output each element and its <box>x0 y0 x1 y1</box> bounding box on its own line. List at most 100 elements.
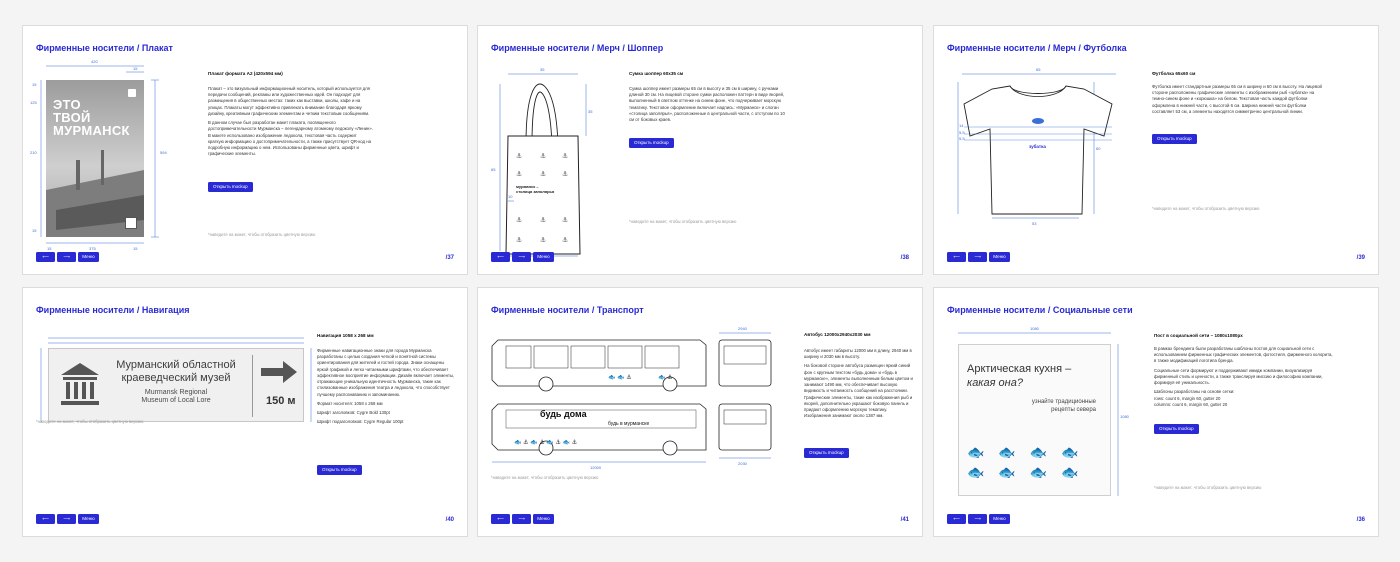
prev-button[interactable]: ⟵ <box>491 514 510 524</box>
menu-button[interactable]: Меню <box>78 252 99 262</box>
svg-text:⚓: ⚓ <box>562 237 568 244</box>
slide-nav: ⟵ ⟶ Меню <box>36 252 99 262</box>
sign-title-en: Murmansk Regional Museum of Local Lore <box>141 389 211 405</box>
slide-nav: ⟵ ⟶ Меню <box>491 252 554 262</box>
dim-right: 594 <box>160 150 167 155</box>
svg-text:⚓: ⚓ <box>516 237 522 244</box>
open-mockup-button[interactable]: Открыть mockup <box>1152 134 1197 144</box>
slide-title: Фирменные носители / Мерч / Шоппер <box>491 43 664 53</box>
qr-code-icon <box>125 217 137 229</box>
poster-mockup[interactable]: ЭТО ТВОЙ МУРМАНСК <box>46 80 144 237</box>
svg-text:⚓: ⚓ <box>562 153 568 160</box>
hover-hint: *наведите на макет, чтобы отобразить цве… <box>1152 206 1260 211</box>
menu-button[interactable]: Меню <box>989 252 1010 262</box>
next-button[interactable]: ⟶ <box>57 514 76 524</box>
page-number: /37 <box>445 255 454 261</box>
svg-text:15: 15 <box>133 246 138 251</box>
svg-text:⚓: ⚓ <box>540 153 546 160</box>
open-mockup-button[interactable]: Открыть mockup <box>804 448 849 458</box>
sign-distance: 150 м <box>266 395 296 407</box>
next-button[interactable]: ⟶ <box>968 252 987 262</box>
menu-button[interactable]: Меню <box>78 514 99 524</box>
navigation-sign[interactable]: Мурманский областной краеведческий музей… <box>48 348 304 422</box>
info-body: Сумка шоппер имеет размеры 65 см в высот… <box>629 86 785 123</box>
info-body: В рамках брендинга были разработаны шабл… <box>1154 346 1333 407</box>
slide-transport: Фирменные носители / Транспорт 🐟 🐟 ⚓ 🐟 ⚓… <box>477 287 923 537</box>
info-heading: Пост в социальной сети – 1080х1080px <box>1154 333 1243 338</box>
info-body: Фирменные навигационные знаки для города… <box>317 348 455 425</box>
dim-front: 2030 <box>738 461 748 466</box>
bus-slogan-2: будь в мурманске <box>608 421 650 427</box>
svg-text:210: 210 <box>30 150 37 155</box>
info-heading: Автобус 12000х2940х2030 мм <box>804 332 871 337</box>
social-post-mockup[interactable]: Арктическая кухня – какая она? узнайте т… <box>958 344 1111 496</box>
fish-pattern-icon: 🐟🐟🐟🐟🐟🐟🐟🐟 <box>967 444 1093 480</box>
svg-text:⚓: ⚓ <box>562 171 568 178</box>
slide-title: Фирменные носители / Плакат <box>36 43 173 53</box>
hover-hint: *наведите на макет, чтобы отобразить цве… <box>491 475 599 480</box>
next-button[interactable]: ⟶ <box>512 252 531 262</box>
next-button[interactable]: ⟶ <box>968 514 987 524</box>
svg-text:15: 15 <box>133 66 138 71</box>
info-heading: Плакат формата А2 (420х594 мм) <box>208 71 283 76</box>
svg-text:🐟 🐟 ⚓: 🐟 🐟 ⚓ <box>608 374 632 381</box>
slide-social: Фирменные носители / Социальные сети 108… <box>933 287 1379 537</box>
prev-button[interactable]: ⟵ <box>36 514 55 524</box>
svg-text:5,5: 5,5 <box>959 130 965 135</box>
dim-right: 60 <box>1096 146 1101 151</box>
slide-title: Фирменные носители / Транспорт <box>491 305 644 315</box>
open-mockup-button[interactable]: Открыть mockup <box>208 182 253 192</box>
info-body: Футболка имеет стандартные размеры 65 см… <box>1152 84 1322 114</box>
menu-button[interactable]: Меню <box>533 252 554 262</box>
arrow-right-icon <box>261 361 297 383</box>
hover-hint: *наведите на макет, чтобы отобразить цве… <box>208 232 316 237</box>
dim-right: 35 <box>588 109 593 114</box>
page-number: /41 <box>900 517 909 523</box>
info-heading: Футболка 65х60 см <box>1152 71 1196 76</box>
next-button[interactable]: ⟶ <box>512 514 531 524</box>
dim-top: 2940 <box>738 326 748 331</box>
open-mockup-button[interactable]: Открыть mockup <box>317 465 362 475</box>
slide-navigation: Фирменные носители / Навигация Мурмански… <box>22 287 468 537</box>
menu-button[interactable]: Меню <box>533 514 554 524</box>
slide-title: Фирменные носители / Социальные сети <box>947 305 1133 315</box>
svg-text:⚓: ⚓ <box>540 237 546 244</box>
page-number: /36 <box>1356 517 1365 523</box>
svg-text:15: 15 <box>47 246 52 251</box>
prev-button[interactable]: ⟵ <box>947 514 966 524</box>
dim-right: 1080 <box>1120 414 1130 419</box>
open-mockup-button[interactable]: Открыть mockup <box>1154 424 1199 434</box>
page-number: /39 <box>1356 255 1365 261</box>
open-mockup-button[interactable]: Открыть mockup <box>629 138 674 148</box>
slide-nav: ⟵ ⟶ Меню <box>36 514 99 524</box>
dim-bottom: 12000 <box>590 465 602 470</box>
shirt-print-text: зубатка <box>1029 144 1046 149</box>
svg-text:🐟 ⚓: 🐟 ⚓ <box>658 374 673 381</box>
menu-button[interactable]: Меню <box>989 514 1010 524</box>
bag-slogan: мурманск – столица заполярья <box>516 184 555 194</box>
sign-divider <box>252 355 253 417</box>
prev-button[interactable]: ⟵ <box>491 252 510 262</box>
info-heading: Навигация 1058 х 268 мм <box>317 333 374 338</box>
prev-button[interactable]: ⟵ <box>36 252 55 262</box>
info-body: Плакат – это визуальный информационный н… <box>208 86 374 157</box>
bus-slogan-1: будь дома <box>540 409 587 419</box>
post-title-1: Арктическая кухня – <box>967 363 1072 375</box>
bus-drawing: 🐟 🐟 ⚓ 🐟 ⚓ 🐟 ⚓ 🐟 ⚓ 🐟 ⚓ 🐟 ⚓ 12000 2940 203… <box>491 326 772 470</box>
logo-icon <box>128 89 136 97</box>
svg-text:⚓: ⚓ <box>516 153 522 160</box>
dim-top: 65 <box>1036 67 1041 72</box>
slide-tshirt: Фирменные носители / Мерч / Футболка 65 … <box>933 25 1379 275</box>
svg-text:14: 14 <box>959 123 964 128</box>
slide-nav: ⟵ ⟶ Меню <box>491 514 554 524</box>
svg-text:⚓: ⚓ <box>516 217 522 224</box>
museum-icon <box>61 363 99 405</box>
post-subtitle: узнайте традиционные рецепты севера <box>1031 399 1096 413</box>
slide-title: Фирменные носители / Мерч / Футболка <box>947 43 1127 53</box>
next-button[interactable]: ⟶ <box>57 252 76 262</box>
page-number: /38 <box>900 255 909 261</box>
prev-button[interactable]: ⟵ <box>947 252 966 262</box>
post-dimensions: 1080 1080 <box>958 326 1130 496</box>
slide-nav: ⟵ ⟶ Меню <box>947 252 1010 262</box>
